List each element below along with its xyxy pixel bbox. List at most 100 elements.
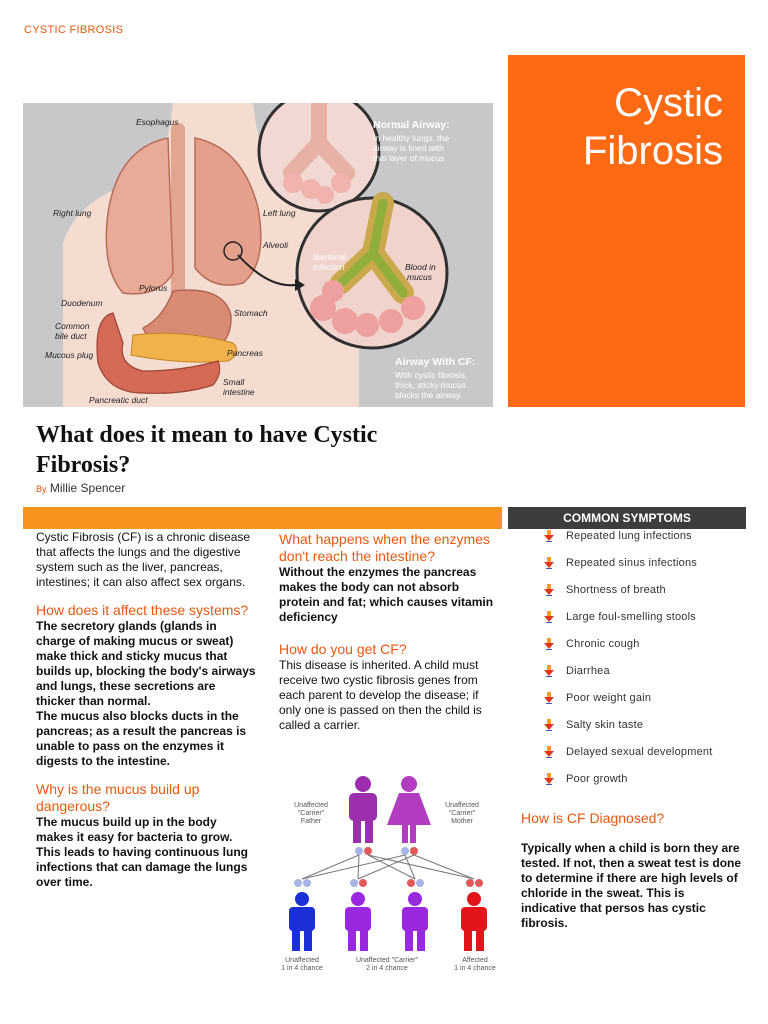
column-2: What happens when the enzymes don't reac… [279,530,495,733]
get-cf-text: This disease is inherited. A child must … [279,658,482,732]
symptom-label: Shortness of breath [566,584,666,596]
father-label-2: "Carrier" [298,810,325,817]
label-bile-duct: bile duct [55,331,87,341]
down-arrow-icon [544,611,554,623]
down-arrow-icon [544,692,554,704]
cf-airway-line1: With cystic fibrosis, [395,370,467,380]
esophagus [171,123,185,343]
left-lung [194,137,262,286]
title-panel: Cystic Fibrosis [508,55,745,407]
symptom-label: Poor weight gain [566,692,652,704]
label-pancreatic-duct: Pancreatic duct [89,395,148,405]
child23-label-2: 2 in 4 chance [366,965,408,972]
heading-diagnosis: How is CF Diagnosed? [521,810,665,826]
heading-enzymes: What happens when the enzymes don't reac… [279,531,490,564]
cf-airway-title: Airway With CF: [395,356,475,368]
symptom-item: Large foul-smelling stools [543,610,743,637]
child4-label-1: Affected [462,957,488,964]
label-mucus: mucus [407,272,433,282]
inheritance-diagram: Unaffected "Carrier" Father Unaffected "… [279,775,499,975]
label-duodenum: Duodenum [61,298,103,308]
label-alveoli: Alveoli [262,240,289,250]
symptom-item: Salty skin taste [543,718,743,745]
symptom-item: Chronic cough [543,637,743,664]
right-lung [105,137,174,295]
child23-label-1: Unaffected "Carrier" [356,957,419,964]
label-infection: infection [313,262,345,272]
symptom-item: Poor growth [543,772,743,799]
down-arrow-icon [544,746,554,758]
mother-label-1: Unaffected [445,802,479,809]
symptom-item: Delayed sexual development [543,745,743,772]
panel-title: Cystic Fibrosis [583,79,723,175]
danger-text: The mucus build up in the body makes it … [36,815,249,889]
label-blood-in: Blood in [405,262,436,272]
father-label-3: Father [301,818,322,825]
child-carrier-figure-2 [402,892,428,951]
normal-airway-line3: thin layer of mucus [373,153,444,163]
intro-text: Cystic Fibrosis (CF) is a chronic diseas… [36,530,251,589]
article-title-line2: Fibrosis? [36,452,131,478]
symptom-label: Chronic cough [566,638,640,650]
label-intestine: intestine [223,387,255,397]
connector-arrow [237,254,296,287]
byline-author: Millie Spencer [49,481,126,495]
affect-text-2: The mucus also blocks ducts in the pancr… [36,709,247,768]
child-affected-figure [461,892,487,951]
alveoli-marker [223,241,243,261]
label-esophagus: Esophagus [136,117,179,127]
normal-airway-line1: In healthy lungs, the [373,133,449,143]
label-common: Common [55,321,90,331]
mother-figure [387,776,431,843]
child1-label-2: 1 in 4 chance [281,965,323,972]
symptom-item: Repeated lung infections [543,529,743,556]
label-stomach: Stomach [234,308,268,318]
header-label: CYSTIC FIBROSIS [24,24,124,36]
symptom-item: Shortness of breath [543,583,743,610]
label-small: Small [223,377,245,387]
label-pancreas: Pancreas [227,348,264,358]
down-arrow-icon [544,773,554,785]
label-pylorus: Pylorus [139,283,168,293]
normal-airway-title: Normal Airway: [373,119,450,131]
symptom-label: Repeated sinus infections [566,557,697,569]
mother-label-3: Mother [451,818,473,825]
column-3: How is CF Diagnosed? Typically when a ch… [521,810,743,931]
symptom-item: Repeated sinus infections [543,556,743,583]
mother-label-2: "Carrier" [449,810,476,817]
panel-title-line2: Fibrosis [582,129,723,173]
heading-danger: Why is the mucus build up dangerous? [36,781,200,814]
column-1: Cystic Fibrosis (CF) is a chronic diseas… [36,530,256,890]
duodenum [96,312,221,394]
cf-airway-line2: thick, sticky mucus [395,380,466,390]
label-right-lung: Right lung [53,208,92,218]
anatomy-illustration: Esophagus Right lung Left lung Alveoli P… [23,103,493,407]
article-title-line1: What does it mean to have Cystic [36,422,378,448]
child1-label-1: Unaffected [285,957,319,964]
diagnosis-text: Typically when a child is born they are … [521,841,742,930]
child-unaffected-figure [289,892,315,951]
symptom-item: Diarrhea [543,664,743,691]
down-arrow-icon [544,557,554,569]
symptoms-header: COMMON SYMPTOMS [508,507,746,529]
cf-airway-line3: blocks the airway. [395,390,462,400]
label-bacterial: Bacterial [313,252,347,262]
article-title: What does it mean to have Cystic Fibrosi… [36,420,456,480]
child4-label-2: 1 in 4 chance [454,965,496,972]
symptom-label: Delayed sexual development [566,746,713,758]
symptom-label: Diarrhea [566,665,610,677]
pancreas [130,332,238,363]
heading-get-cf: How do you get CF? [279,641,407,657]
enzymes-text: Without the enzymes the pancreas makes t… [279,565,494,624]
label-left-lung: Left lung [263,208,296,218]
symptom-label: Poor growth [566,773,628,785]
father-label-1: Unaffected [294,802,328,809]
symptom-label: Large foul-smelling stools [566,611,696,623]
down-arrow-icon [544,665,554,677]
normal-airway-line2: airway is lined with [373,143,444,153]
child-carrier-figure-1 [345,892,371,951]
byline-by: By [36,484,47,494]
panel-title-line1: Cystic [614,81,723,125]
symptom-label: Salty skin taste [566,719,644,731]
